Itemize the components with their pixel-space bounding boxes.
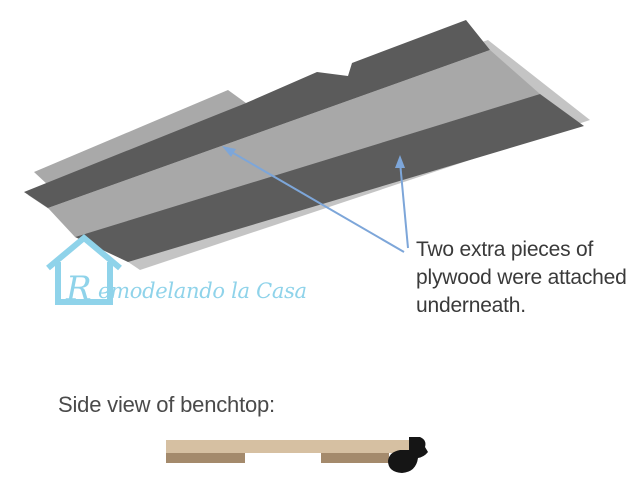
- underside-strip-left: [166, 453, 245, 463]
- light-plywood-strip-middle: [48, 50, 540, 237]
- logo-initial: R: [65, 269, 92, 309]
- side-view-title: Side view of benchtop:: [58, 392, 275, 417]
- underside-strip-right: [321, 453, 389, 463]
- benchtop-side-view: [166, 437, 428, 473]
- callout-line-1: Two extra pieces of: [416, 238, 594, 261]
- arrowhead-left-icon: [222, 146, 236, 157]
- callout-line-2: plywood were attached: [416, 266, 627, 289]
- dark-plywood-strip-2: [75, 94, 584, 262]
- arrow-line-right: [399, 161, 409, 249]
- dark-plywood-strip-1: [24, 20, 490, 208]
- plywood-underside: [24, 20, 590, 270]
- arrowhead-right-icon: [395, 155, 405, 168]
- callout-arrows: [227, 149, 409, 253]
- edge-trim-icon: [388, 437, 428, 473]
- house-logo-icon: [46, 234, 122, 305]
- callout-text: Two extra pieces of plywood were attache…: [416, 236, 627, 320]
- arrow-line-left: [227, 149, 405, 253]
- callout-line-3: underneath.: [416, 294, 526, 317]
- light-plywood-strip-top: [34, 90, 246, 185]
- watermark-text: emodelando la Casa: [98, 279, 307, 303]
- benchtop-top-layer: [166, 440, 419, 453]
